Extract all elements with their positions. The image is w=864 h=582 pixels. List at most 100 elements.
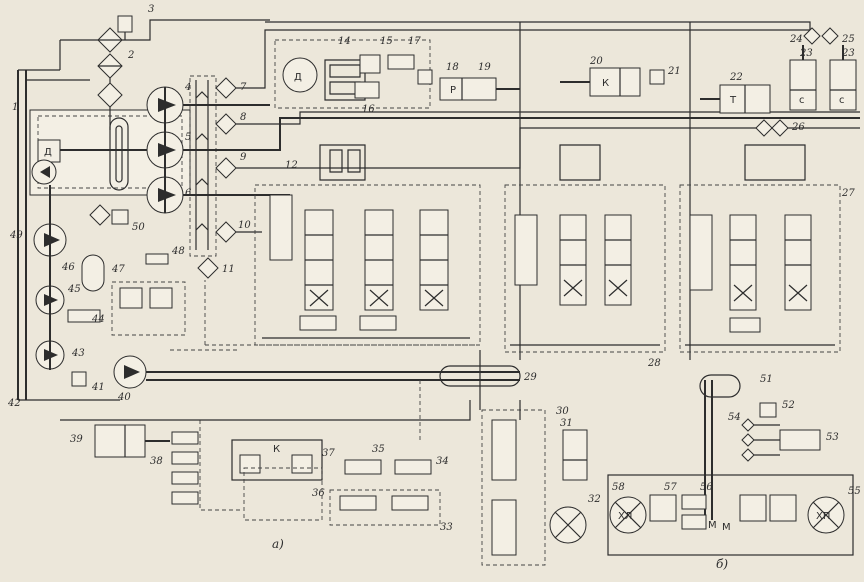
component-label-19: 19 <box>478 62 491 73</box>
component-label-23a: 23 <box>799 48 813 59</box>
component-label-16: 16 <box>362 104 375 115</box>
component-label-32: 32 <box>588 494 601 505</box>
component-label-44: 44 <box>91 314 105 325</box>
hydro-motor-58 <box>609 496 647 534</box>
block-30 <box>481 409 546 566</box>
component-label-21: 21 <box>667 66 681 77</box>
valve-35 <box>344 459 382 475</box>
interconnect-lines <box>60 280 521 440</box>
component-label-9: 9 <box>240 152 247 163</box>
component-label-48: 48 <box>171 246 185 257</box>
component-label-43: 43 <box>71 348 85 359</box>
mark-motor-55: ХП <box>816 511 830 522</box>
component-label-50: 50 <box>132 222 145 233</box>
filter-9 <box>215 157 237 179</box>
component-label-38: 38 <box>150 456 163 467</box>
component-label-5: 5 <box>185 132 191 143</box>
mark-cyl-22: Т <box>729 95 737 106</box>
left-main-lines <box>17 69 120 401</box>
component-label-27: 27 <box>841 188 855 199</box>
mark-motor-58: ХЛ <box>618 511 632 522</box>
component-numbers: 1 2 3 4 5 6 7 8 9 10 11 12 14 15 16 17 1… <box>7 4 861 533</box>
subfigure-label-b: б) <box>716 557 728 571</box>
component-label-18: 18 <box>446 62 459 73</box>
component-label-56: 56 <box>700 482 713 493</box>
distributor-group-28 <box>504 144 666 353</box>
component-label-8: 8 <box>240 112 246 123</box>
component-label-52: 52 <box>782 400 795 411</box>
motor-d <box>31 139 61 185</box>
component-label-2: 2 <box>127 50 134 61</box>
valve-block-47 <box>67 281 186 336</box>
hydro-motor-32 <box>549 506 587 544</box>
component-label-42: 42 <box>7 398 21 409</box>
component-label-24: 24 <box>789 34 803 45</box>
component-label-7: 7 <box>240 82 247 93</box>
valve-50 <box>89 204 129 226</box>
component-label-20: 20 <box>589 56 603 67</box>
component-label-3: 3 <box>148 4 154 15</box>
component-label-23b: 23 <box>841 48 855 59</box>
subfigure-label-a: а) <box>272 537 284 551</box>
mark-motor-14: Д <box>294 72 302 83</box>
component-label-10: 10 <box>238 220 251 231</box>
block-37 <box>231 439 323 521</box>
pressure-lines <box>183 21 860 360</box>
component-label-46: 46 <box>61 262 75 273</box>
component-label-14: 14 <box>338 36 351 47</box>
component-label-39: 39 <box>70 434 83 445</box>
component-label-45: 45 <box>67 284 81 295</box>
component-label-55: 55 <box>848 486 861 497</box>
mark-cyl-23b: с <box>839 95 845 106</box>
valve-52 <box>759 402 777 418</box>
valve-34 <box>394 459 432 475</box>
component-label-33: 33 <box>440 522 453 533</box>
component-label-22: 22 <box>729 72 743 83</box>
component-label-26: 26 <box>791 122 805 133</box>
cylinder-23a <box>789 45 817 111</box>
component-label-1: 1 <box>12 102 18 113</box>
filter-7 <box>215 77 237 99</box>
component-label-29: 29 <box>523 372 537 383</box>
component-label-11: 11 <box>222 264 235 275</box>
cylinder-19 <box>439 77 520 101</box>
cylinder-23b <box>829 45 857 111</box>
component-label-30: 30 <box>556 406 569 417</box>
mark-cyl-20: К <box>602 78 609 89</box>
filter-10 <box>215 221 237 243</box>
valve-26 <box>755 119 789 137</box>
accumulator-46 <box>81 254 105 292</box>
component-label-53: 53 <box>826 432 839 443</box>
component-label-49: 49 <box>9 230 23 241</box>
component-label-6: 6 <box>185 188 192 199</box>
hydro-motor-40 <box>113 355 521 389</box>
hydro-motor-55 <box>807 496 845 534</box>
component-label-51: 51 <box>760 374 773 385</box>
valve-stack-38 <box>171 420 240 511</box>
valve-chain-54 <box>741 418 780 462</box>
component-label-15: 15 <box>380 36 393 47</box>
valve-3 <box>117 15 133 40</box>
mark-motor-d: Д <box>44 147 52 158</box>
valve-24-25 <box>803 27 839 45</box>
valve-57-56 <box>649 494 707 530</box>
cylinder-31 <box>562 429 588 481</box>
filter-11 <box>197 257 219 279</box>
mark-m-right: М <box>722 522 731 533</box>
valves-right-b <box>739 494 797 522</box>
mark-block-37: К <box>273 444 280 455</box>
valve-48 <box>145 253 169 265</box>
component-label-36: 36 <box>312 488 325 499</box>
component-label-4: 4 <box>184 82 191 93</box>
distributor-group-27 <box>679 144 841 353</box>
control-block-14-17 <box>274 39 433 109</box>
cylinder-53 <box>779 429 821 451</box>
component-label-41: 41 <box>91 382 105 393</box>
component-label-34: 34 <box>436 456 449 467</box>
component-label-54: 54 <box>728 412 741 423</box>
component-label-25: 25 <box>841 34 855 45</box>
valve-41 <box>71 371 87 387</box>
cylinder-22 <box>700 84 771 114</box>
